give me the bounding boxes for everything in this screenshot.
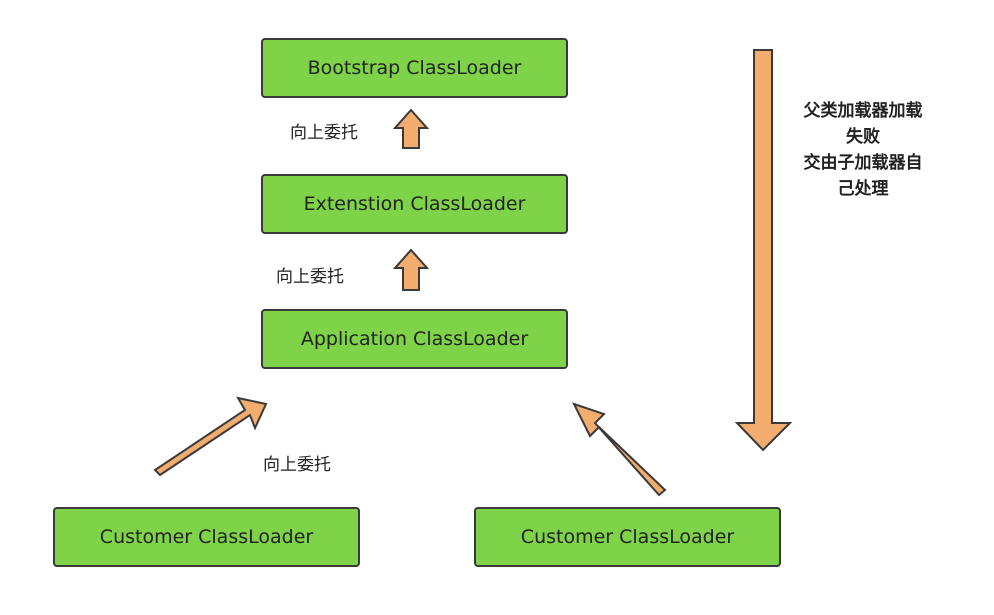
note-line-4: 己处理	[837, 179, 889, 199]
up-arrow-2	[392, 248, 430, 291]
delegate-up-label-1: 向上委托	[290, 123, 358, 143]
down-arrow-long	[734, 49, 793, 452]
up-arrow-1	[392, 108, 430, 149]
customer-classloader-label-left: Customer ClassLoader	[99, 526, 314, 548]
note-line-2: 失败	[846, 127, 880, 147]
delegate-up-label-2: 向上委托	[276, 267, 344, 287]
diagonal-arrow-right	[572, 402, 667, 497]
application-classloader-label: Application ClassLoader	[300, 328, 529, 350]
note-line-1: 父类加载器加载	[803, 101, 923, 121]
note-line-3: 交由子加载器自	[803, 153, 923, 173]
parent-load-failure-note: 父类加载器加载 失败 交由子加载器自 己处理	[788, 98, 938, 202]
customer-classloader-box-left: Customer ClassLoader	[53, 507, 360, 567]
delegate-up-label-3: 向上委托	[263, 455, 331, 475]
application-classloader-box: Application ClassLoader	[261, 309, 568, 369]
extension-classloader-label: Extenstion ClassLoader	[303, 193, 526, 215]
diagonal-arrow-left	[153, 396, 268, 477]
customer-classloader-label-right: Customer ClassLoader	[520, 526, 735, 548]
extension-classloader-box: Extenstion ClassLoader	[261, 174, 568, 234]
bootstrap-classloader-label: Bootstrap ClassLoader	[307, 57, 522, 79]
bootstrap-classloader-box: Bootstrap ClassLoader	[261, 38, 568, 98]
customer-classloader-box-right: Customer ClassLoader	[474, 507, 781, 567]
